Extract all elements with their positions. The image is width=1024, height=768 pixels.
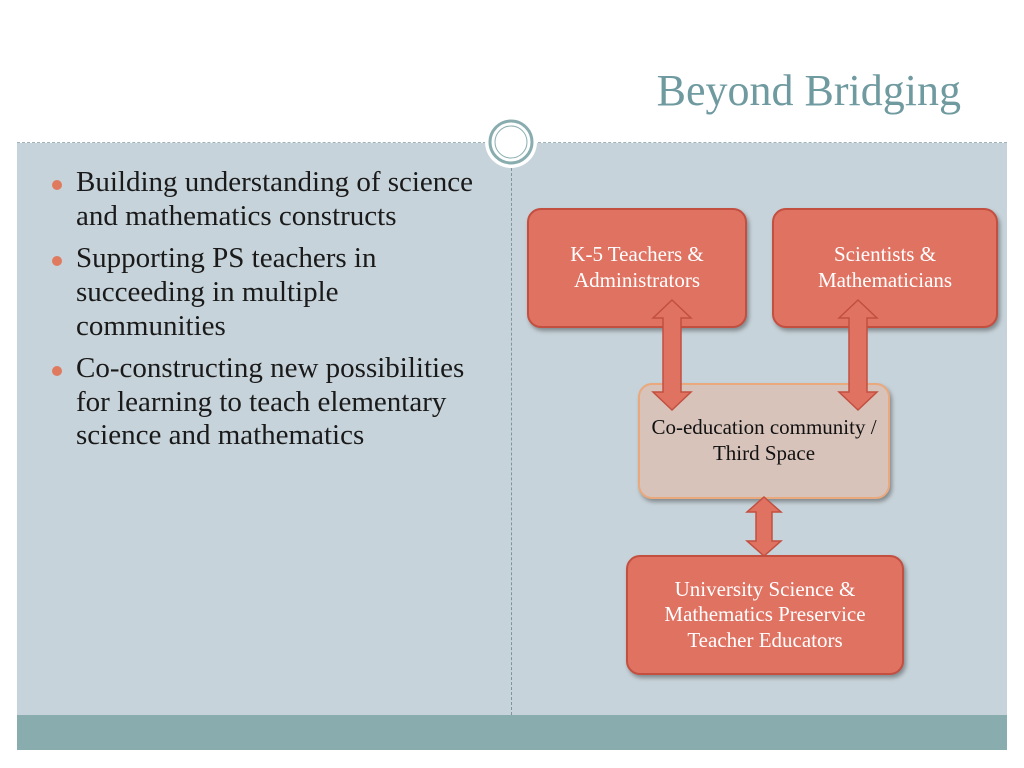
bullet-text: Supporting PS teachers in succeeding in … bbox=[76, 241, 377, 342]
slide-title: Beyond Bridging bbox=[656, 66, 961, 115]
circle-ornament-icon bbox=[485, 116, 537, 168]
node-teachers: K-5 Teachers & Administrators bbox=[527, 208, 747, 328]
bullet-dot-icon bbox=[52, 365, 62, 376]
column-divider bbox=[511, 143, 512, 715]
bullet-item: Co-constructing new possibilities for le… bbox=[48, 352, 488, 454]
bullet-dot-icon bbox=[52, 255, 62, 266]
node-scientists: Scientists & Mathematicians bbox=[772, 208, 998, 328]
node-coeducation-label: Co-education community / Third Space bbox=[651, 415, 877, 465]
node-scientists-label: Scientists & Mathematicians bbox=[817, 242, 953, 292]
bullet-list: Building understanding of science and ma… bbox=[48, 166, 488, 461]
bullet-item: Building understanding of science and ma… bbox=[48, 166, 488, 234]
node-coeducation: Co-education community / Third Space bbox=[638, 383, 890, 499]
node-university: University Science & Mathematics Preserv… bbox=[626, 555, 904, 675]
node-teachers-label: K-5 Teachers & Administrators bbox=[570, 242, 704, 292]
bullet-dot-icon bbox=[52, 180, 62, 190]
bullet-text: Building understanding of science and ma… bbox=[76, 166, 474, 232]
footer-band bbox=[17, 715, 1007, 750]
node-university-label: University Science & Mathematics Preserv… bbox=[664, 576, 866, 652]
bullet-text: Co-constructing new possibilities for le… bbox=[76, 351, 465, 452]
bullet-item: Supporting PS teachers in succeeding in … bbox=[48, 242, 488, 344]
